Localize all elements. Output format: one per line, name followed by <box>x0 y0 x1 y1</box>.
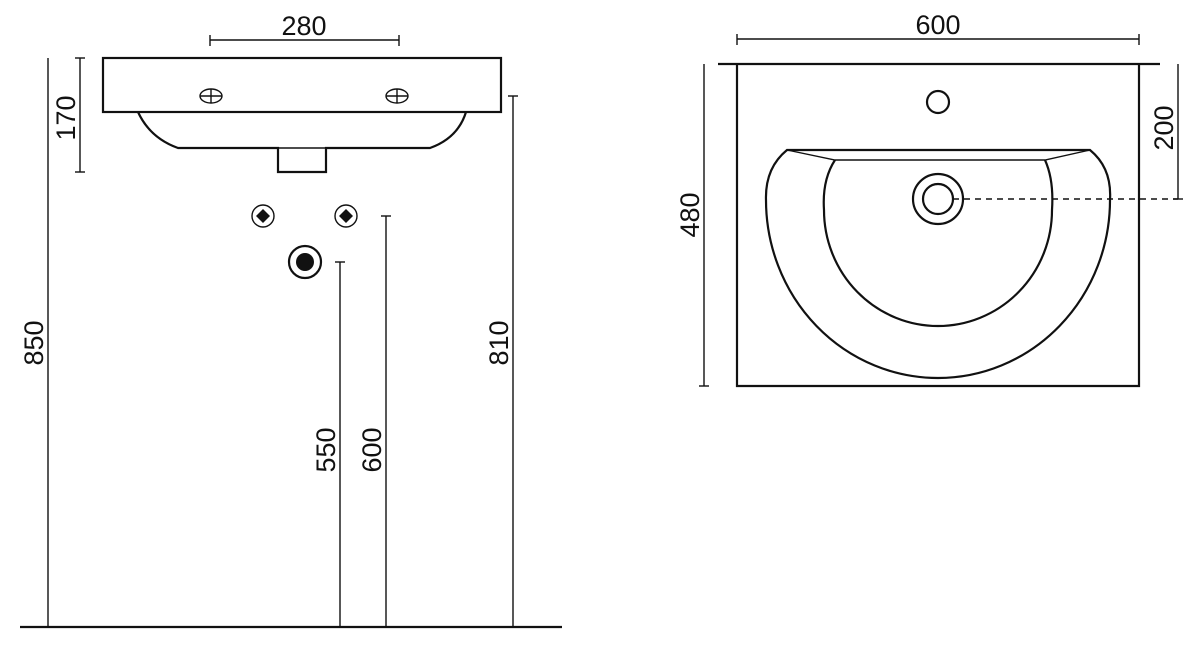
dim-480-label: 480 <box>675 192 705 237</box>
dim-170-label: 170 <box>51 95 81 140</box>
dim-810-label: 810 <box>484 320 514 365</box>
top-view: 600 480 200 <box>675 10 1183 388</box>
dim-600-width-label: 600 <box>915 10 960 40</box>
bowl-outer <box>764 148 1112 380</box>
supply-connection-right <box>334 204 358 228</box>
dim-850-label: 850 <box>19 320 49 365</box>
dim-600-supply-label: 600 <box>357 427 387 472</box>
front-view: 280 170 850 810 550 600 <box>19 11 562 629</box>
dim-200-label: 200 <box>1149 105 1179 150</box>
drain-connection <box>287 244 323 280</box>
tap-hole <box>925 89 951 115</box>
mounting-screw-right <box>385 88 409 104</box>
dim-280-label: 280 <box>281 11 326 41</box>
supply-connection-left <box>251 204 275 228</box>
basin-outline <box>735 64 1141 388</box>
bowl-inner <box>822 159 1054 328</box>
bowl-ledge <box>786 149 1091 161</box>
mounting-screw-left <box>199 88 223 104</box>
dim-550-label: 550 <box>311 427 341 472</box>
basin-bowl <box>137 111 468 174</box>
basin-rim <box>101 56 503 114</box>
